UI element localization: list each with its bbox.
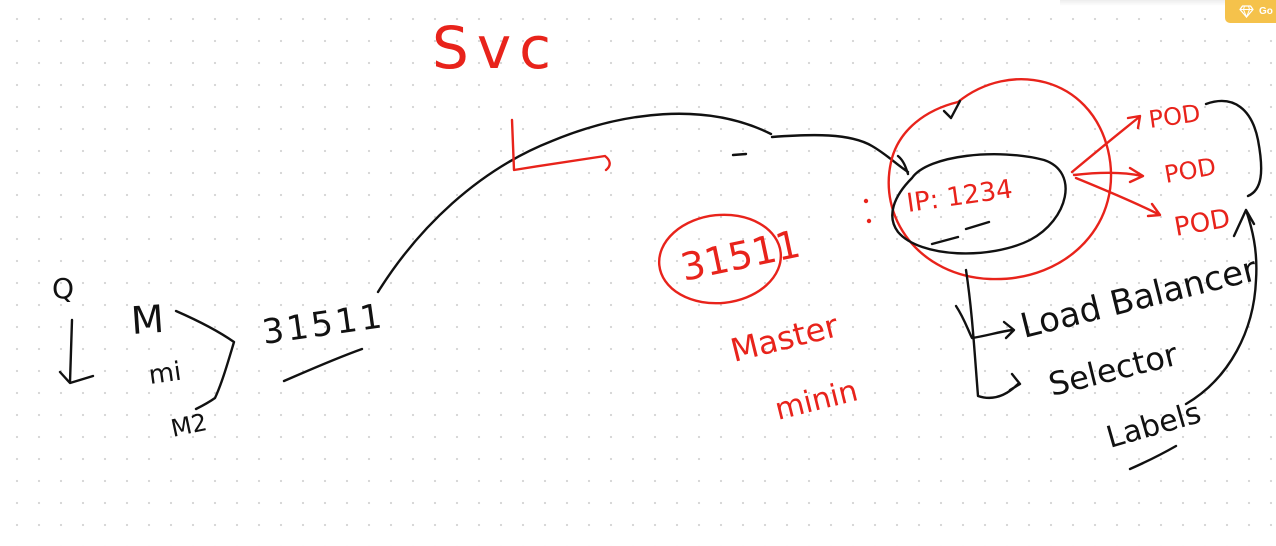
pod-3-label: POD xyxy=(1172,204,1233,243)
upgrade-button[interactable]: Go xyxy=(1225,0,1276,23)
node-m1-label: mi xyxy=(147,357,183,391)
port-label-left: 31511 xyxy=(260,296,388,353)
notes-bracket xyxy=(964,268,1022,399)
load-balancer-arrow xyxy=(954,304,1016,340)
svc-bracket xyxy=(510,118,611,172)
load-balancer-label: Load Balancer xyxy=(1017,249,1261,346)
port-circle xyxy=(657,213,783,305)
pod-arrow-2 xyxy=(1072,166,1145,184)
port-underline xyxy=(282,347,364,383)
upgrade-label: Go xyxy=(1259,6,1273,17)
q-arrow xyxy=(58,318,95,385)
port-circle-group: 31511 xyxy=(657,213,804,305)
node-m2-label: M2 xyxy=(168,408,209,443)
ip-label: IP: 1234 xyxy=(905,174,1015,219)
service-outer-circle xyxy=(887,78,1113,281)
mid-dash xyxy=(731,152,748,157)
service-node: IP: 1234 xyxy=(863,78,1113,281)
service-inner-circle xyxy=(891,153,1067,255)
svc-title: Svc xyxy=(432,14,559,82)
labels-underline xyxy=(1128,444,1178,471)
node-m-label: M xyxy=(130,297,166,343)
q-note: Q xyxy=(52,272,95,385)
selector-label: Selector xyxy=(1045,335,1183,404)
q-label: Q xyxy=(52,272,74,305)
minion-label: minin xyxy=(771,373,861,427)
pods-bracket-curve xyxy=(1204,99,1263,198)
labels-label: Labels xyxy=(1103,395,1205,455)
pod-2-label: POD xyxy=(1162,152,1218,189)
pod-1-label: POD xyxy=(1147,99,1202,134)
toolbar-shadow xyxy=(1060,0,1230,6)
svc-label: Svc xyxy=(432,14,559,82)
pod-arrow-1 xyxy=(1070,114,1142,174)
red-dot-2 xyxy=(866,218,872,224)
labels-to-pods-arrow xyxy=(1184,208,1258,406)
connector-arc xyxy=(376,112,773,294)
port-label-circled: 31511 xyxy=(677,222,804,290)
service-tick xyxy=(942,99,962,120)
connector-arc-continued xyxy=(770,133,910,176)
pod-arrow-3 xyxy=(1074,176,1162,218)
node-list: M mi M2 xyxy=(130,297,236,443)
diamond-icon xyxy=(1239,5,1254,18)
ip-scribble xyxy=(930,220,991,246)
node-bracket xyxy=(174,309,236,411)
red-dot-1 xyxy=(863,198,869,204)
master-label: Master xyxy=(727,306,843,370)
